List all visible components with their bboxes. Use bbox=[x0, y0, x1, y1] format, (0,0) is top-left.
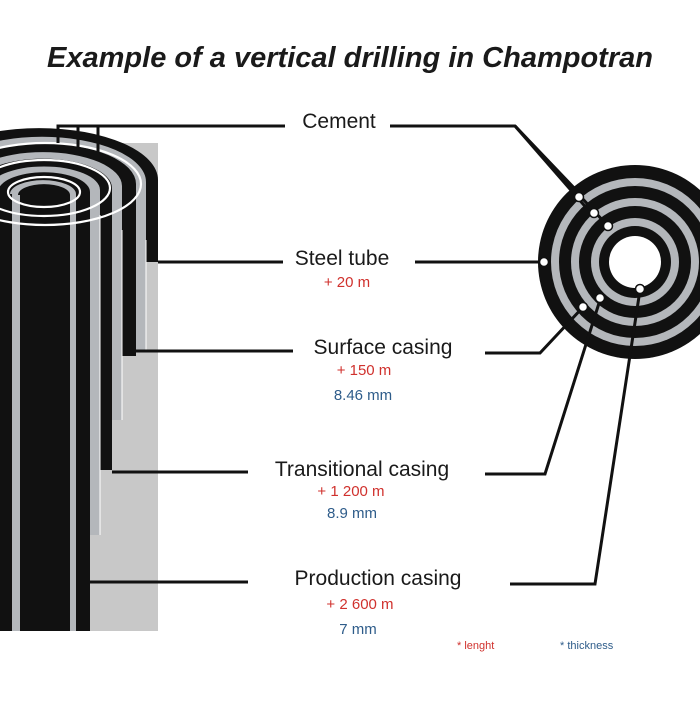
label-transitional-casing: Transitional casing bbox=[274, 458, 450, 481]
dot-transitional-casing bbox=[594, 292, 606, 304]
label-steel-tube: Steel tube bbox=[294, 247, 390, 270]
dot-surface-casing bbox=[577, 301, 589, 313]
label-production-casing: Production casing bbox=[294, 567, 462, 590]
ring-bore bbox=[609, 236, 661, 288]
production-casing-thickness: 7 mm bbox=[339, 621, 377, 638]
rim-highlight-outer bbox=[0, 141, 143, 227]
leader-cement-right bbox=[390, 124, 580, 194]
transitional-casing-length: + 1 200 m bbox=[317, 483, 385, 500]
leader-transitional-right bbox=[485, 299, 602, 476]
label-cement: Cement bbox=[302, 110, 376, 133]
dot-steel-tube bbox=[538, 256, 550, 268]
pointer-dots bbox=[538, 191, 646, 313]
dot-cement-3 bbox=[602, 220, 614, 232]
leader-surface-right bbox=[485, 303, 587, 355]
page-title: Example of a vertical drilling in Champo… bbox=[47, 42, 653, 74]
dot-cement-2 bbox=[588, 207, 600, 219]
surface-casing-length: + 150 m bbox=[336, 362, 392, 379]
dot-cement-1 bbox=[573, 191, 585, 203]
surface-casing-thickness: 8.46 mm bbox=[333, 387, 393, 404]
well-bore bbox=[18, 184, 70, 631]
steel-tube-length: + 20 m bbox=[323, 274, 371, 291]
well-cross-section bbox=[0, 128, 158, 631]
dot-production-casing bbox=[634, 283, 646, 295]
leader-lines bbox=[56, 124, 642, 586]
legend-thickness: * thickness bbox=[560, 640, 614, 652]
production-casing-length: + 2 600 m bbox=[326, 596, 394, 613]
rim-highlight-inner bbox=[6, 175, 82, 209]
legend-length: * lenght bbox=[457, 640, 495, 652]
label-surface-casing: Surface casing bbox=[313, 336, 453, 359]
leader-cement-left bbox=[56, 124, 285, 143]
rim-highlight-mid bbox=[0, 158, 112, 218]
leader-production-right bbox=[510, 289, 642, 586]
transitional-casing-thickness: 8.9 mm bbox=[326, 505, 378, 522]
